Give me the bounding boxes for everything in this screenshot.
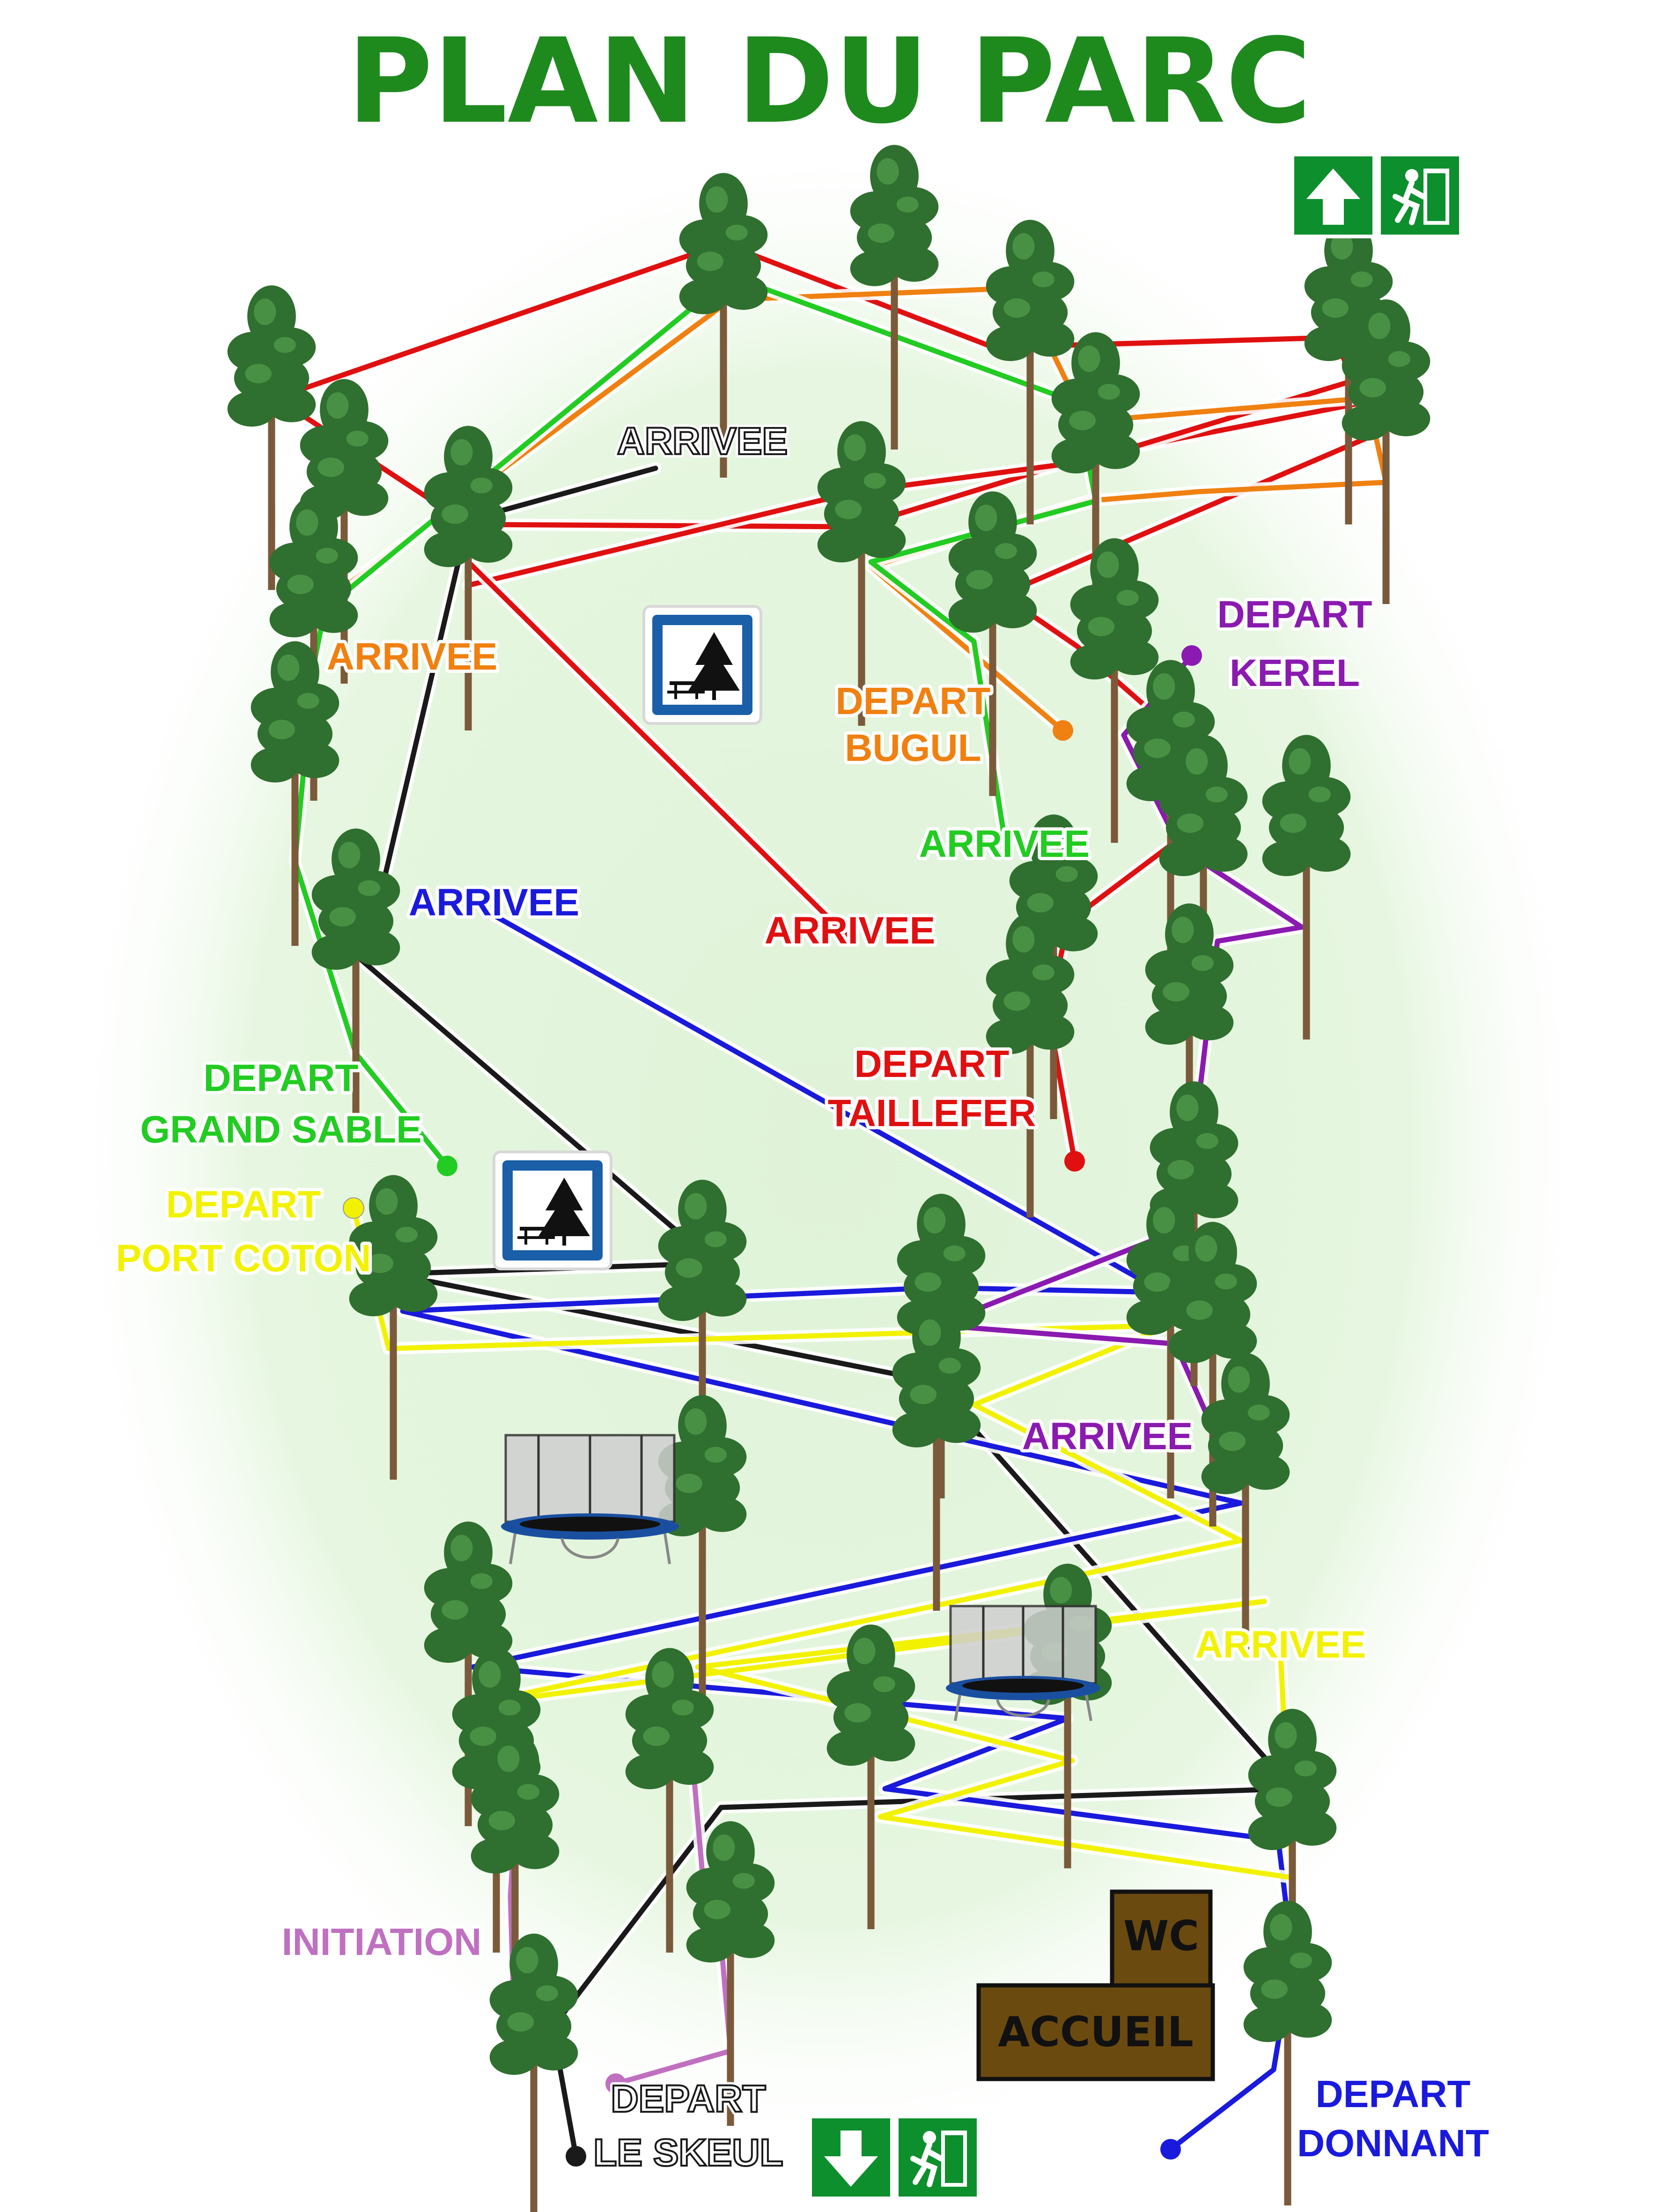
depart-port-coton-dot (343, 1197, 364, 1219)
depart-kerel-label: DEPART DEPART KEREL KEREL (1214, 590, 1375, 698)
svg-text:DEPART: DEPART (1315, 2073, 1470, 2116)
depart-bugul-dot (1053, 720, 1073, 741)
depart-le-skeul-dot (566, 2146, 586, 2167)
svg-text:ARRIVEE: ARRIVEE (765, 909, 936, 952)
svg-text:DONNANT: DONNANT (1297, 2122, 1489, 2165)
arrivee-orange-label: ARRIVEE ARRIVEE (324, 632, 501, 681)
arrivee-blue-label: ARRIVEE ARRIVEE (406, 878, 583, 927)
depart-taillefer-dot (1064, 1151, 1085, 1172)
initiation-dot (605, 2073, 626, 2094)
svg-text:BUGUL: BUGUL (845, 727, 981, 769)
svg-text:DONNANT: DONNANT (1297, 2122, 1489, 2165)
trampoline-icon (501, 1434, 679, 1564)
picnic-area-icon (493, 1150, 612, 1270)
accueil-label: ACCUEIL (998, 2008, 1194, 2056)
initiation-label: INITIATION INITIATION (279, 1917, 485, 1967)
accueil-building: ACCUEIL (976, 1983, 1215, 2081)
exit-sign-top (1290, 153, 1463, 238)
svg-text:ARRIVEE: ARRIVEE (409, 881, 580, 924)
svg-text:GRAND SABLE: GRAND SABLE (140, 1108, 421, 1151)
svg-text:DEPART: DEPART (166, 1183, 321, 1226)
svg-text:ARRIVEE: ARRIVEE (409, 881, 580, 924)
svg-text:DEPART: DEPART (854, 1043, 1009, 1085)
svg-text:INITIATION: INITIATION (282, 1921, 482, 1963)
arrivee-black-label: ARRIVEE ARRIVEE (614, 417, 791, 466)
depart-bugul-label: DEPART DEPART BUGUL BUGUL (832, 677, 994, 773)
arrivee-red-label: ARRIVEE ARRIVEE (761, 906, 939, 955)
depart-port-coton-label: DEPART DEPART PORT COTON PORT COTON (112, 1180, 374, 1283)
depart-donnant-dot (1160, 2139, 1181, 2160)
svg-text:DEPART: DEPART (835, 680, 990, 723)
wc-label: WC (1123, 1912, 1199, 1960)
svg-text:DEPART: DEPART (203, 1057, 358, 1099)
svg-text:KEREL: KEREL (1230, 652, 1360, 694)
svg-text:ARRIVEE: ARRIVEE (1195, 1623, 1366, 1666)
svg-text:ARRIVEE: ARRIVEE (919, 823, 1090, 865)
svg-text:DEPART: DEPART (611, 2078, 766, 2120)
exit-sign-bottom (808, 2115, 981, 2200)
svg-text:DEPART: DEPART (835, 680, 990, 723)
depart-grand-sable-dot (437, 1156, 457, 1176)
svg-text:ARRIVEE: ARRIVEE (327, 635, 498, 678)
depart-taillefer-label: DEPART DEPART TAILLEFER TAILLEFER (825, 1040, 1040, 1138)
svg-text:DEPART: DEPART (1217, 593, 1372, 636)
emergency-exit-icon (1393, 169, 1449, 225)
endpoint-dots (343, 645, 1202, 2167)
svg-text:DEPART: DEPART (203, 1057, 358, 1099)
svg-text:DEPART: DEPART (1217, 593, 1372, 636)
page-title: PLAN DU PARC (347, 13, 1312, 149)
wc-building: WC (1110, 1889, 1213, 1988)
svg-text:INITIATION: INITIATION (282, 1921, 482, 1963)
depart-grand-sable-label: DEPART DEPART GRAND SABLE GRAND SABLE (137, 1054, 425, 1154)
arrivee-yellow-label: ARRIVEE ARRIVEE (1192, 1620, 1370, 1669)
arrivee-green-label: ARRIVEE ARRIVEE (916, 819, 1093, 869)
depart-le-skeul-label: DEPART DEPART LE SKEUL LE SKEUL (590, 2074, 786, 2177)
svg-text:PORT COTON: PORT COTON (116, 1237, 371, 1280)
svg-text:DEPART: DEPART (1315, 2073, 1470, 2116)
svg-text:TAILLEFER: TAILLEFER (828, 1092, 1036, 1135)
red-route (465, 559, 850, 939)
svg-text:ARRIVEE: ARRIVEE (1195, 1623, 1366, 1666)
svg-text:ARRIVEE: ARRIVEE (327, 635, 498, 678)
svg-text:DEPART: DEPART (166, 1183, 321, 1226)
svg-text:TAILLEFER: TAILLEFER (828, 1092, 1036, 1135)
trampoline-icon (946, 1605, 1100, 1721)
svg-text:DEPART: DEPART (854, 1043, 1009, 1085)
svg-text:BUGUL: BUGUL (845, 727, 981, 769)
emergency-exit-icon (910, 2131, 967, 2187)
svg-text:ARRIVEE: ARRIVEE (617, 420, 788, 463)
red-route (999, 435, 1370, 597)
picnic-area-icon (642, 605, 762, 725)
svg-text:KEREL: KEREL (1230, 652, 1360, 694)
arrow-up-icon (1306, 169, 1360, 225)
depart-donnant-label: DEPART DEPART DONNANT DONNANT (1294, 2070, 1492, 2168)
svg-text:ARRIVEE: ARRIVEE (765, 909, 936, 952)
depart-kerel-dot (1181, 645, 1202, 666)
svg-text:ARRIVEE: ARRIVEE (1022, 1415, 1193, 1458)
svg-text:ARRIVEE: ARRIVEE (1022, 1415, 1193, 1458)
svg-text:DEPART: DEPART (611, 2078, 766, 2120)
svg-text:ARRIVEE: ARRIVEE (919, 823, 1090, 865)
svg-text:ARRIVEE: ARRIVEE (617, 420, 788, 463)
arrivee-purple-label: ARRIVEE ARRIVEE (1019, 1412, 1196, 1461)
red-route (465, 334, 1361, 588)
svg-text:LE SKEUL: LE SKEUL (593, 2131, 783, 2174)
labels-layer: ARRIVEE ARRIVEE ARRIVEE ARRIVEE DEPART D… (112, 417, 1492, 2177)
svg-text:PORT COTON: PORT COTON (116, 1237, 371, 1280)
arrow-down-icon (824, 2131, 878, 2187)
svg-text:LE SKEUL: LE SKEUL (593, 2131, 783, 2174)
svg-text:GRAND SABLE: GRAND SABLE (140, 1108, 421, 1151)
